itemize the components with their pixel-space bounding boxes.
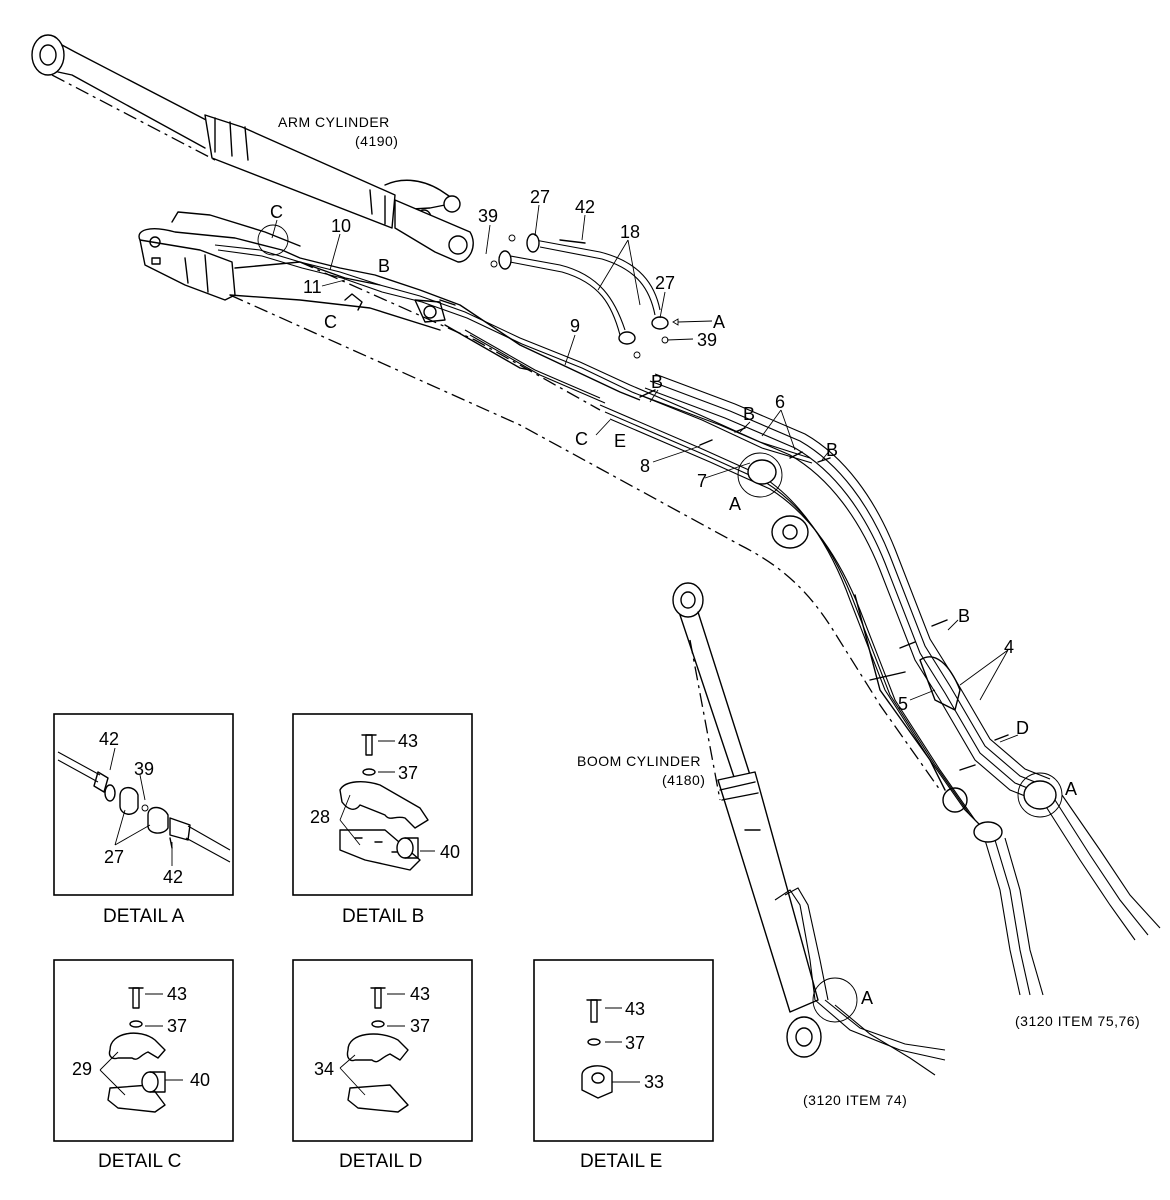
callout-c-top: C [270, 202, 283, 222]
detail-a-label-42-bottom: 42 [163, 867, 183, 887]
callout-c-low: C [575, 429, 588, 449]
callout-27-right: 27 [655, 273, 675, 293]
detail-a-label-39: 39 [134, 759, 154, 779]
detail-c-panel: 43 37 29 40 [53, 959, 234, 1142]
reference-items-75-76: (3120 ITEM 75,76) [1015, 1013, 1140, 1029]
detail-b-label-37: 37 [398, 763, 418, 783]
detail-d-label-43: 43 [410, 984, 430, 1004]
callout-a-right: A [1065, 779, 1077, 799]
callout-39-right: 39 [697, 330, 717, 350]
detail-c-label-29: 29 [72, 1059, 92, 1079]
detail-e-label-33: 33 [644, 1072, 664, 1092]
leader-lines [271, 204, 1019, 743]
arm-cylinder-label: ARM CYLINDER [278, 114, 390, 130]
callout-27-top: 27 [530, 187, 550, 207]
callout-6: 6 [775, 392, 785, 412]
callout-11: 11 [303, 277, 322, 297]
arm-structure [138, 211, 813, 464]
callout-d: D [1016, 718, 1029, 738]
callout-b-4: B [826, 440, 838, 460]
callout-a-boom: A [861, 988, 873, 1008]
detail-d-label-37: 37 [410, 1016, 430, 1036]
callout-4: 4 [1004, 637, 1014, 657]
detail-b-caption: DETAIL B [342, 906, 424, 927]
detail-d-caption: DETAIL D [339, 1151, 422, 1172]
callout-8: 8 [640, 456, 650, 476]
boom-cylinder-drawing [672, 582, 946, 1076]
detail-b-label-43: 43 [398, 731, 418, 751]
detail-c-label-43: 43 [167, 984, 187, 1004]
callout-5: 5 [898, 694, 908, 714]
detail-e-label-43: 43 [625, 999, 645, 1019]
detail-c-label-40: 40 [190, 1070, 210, 1090]
callout-e: E [614, 431, 626, 451]
detail-e-label-37: 37 [625, 1033, 645, 1053]
arm-cylinder-drawing [31, 34, 474, 263]
detail-a-label-27: 27 [104, 847, 124, 867]
detail-e-panel: 43 37 33 [533, 959, 714, 1142]
callout-10: 10 [331, 216, 351, 236]
callout-b-3: B [743, 404, 755, 424]
boom-cylinder-code: (4180) [662, 772, 705, 788]
callout-c-mid: C [324, 312, 337, 332]
callout-42: 42 [575, 197, 595, 217]
boom-outline [51, 74, 968, 813]
callout-18: 18 [620, 222, 640, 242]
detail-a-panel: 42 39 27 42 [53, 713, 234, 896]
hoses-18 [490, 233, 669, 359]
detail-a-caption: DETAIL A [103, 906, 185, 927]
detail-c-label-37: 37 [167, 1016, 187, 1036]
arm-cylinder-code: (4190) [355, 133, 398, 149]
callout-b-2: B [651, 372, 663, 392]
detail-b-label-28: 28 [310, 807, 330, 827]
detail-c-caption: DETAIL C [98, 1151, 181, 1172]
boom-cylinder-label: BOOM CYLINDER [577, 753, 701, 769]
callout-7: 7 [697, 471, 707, 491]
detail-b-label-40: 40 [440, 842, 460, 862]
detail-b-panel: 43 37 28 40 [292, 713, 473, 896]
callout-39-top: 39 [478, 206, 498, 226]
detail-d-panel: 43 37 34 [292, 959, 473, 1142]
callout-b-1: B [378, 256, 390, 276]
callout-a-top: A [713, 312, 725, 332]
detail-d-label-34: 34 [314, 1059, 334, 1079]
detail-e-caption: DETAIL E [580, 1151, 662, 1172]
callout-9: 9 [570, 316, 580, 336]
callout-b-5: B [958, 606, 970, 626]
reference-item-74: (3120 ITEM 74) [803, 1092, 907, 1108]
callout-a-mid: A [729, 494, 741, 514]
boom-hoses [599, 373, 1161, 996]
detail-a-label-42-top: 42 [99, 729, 119, 749]
